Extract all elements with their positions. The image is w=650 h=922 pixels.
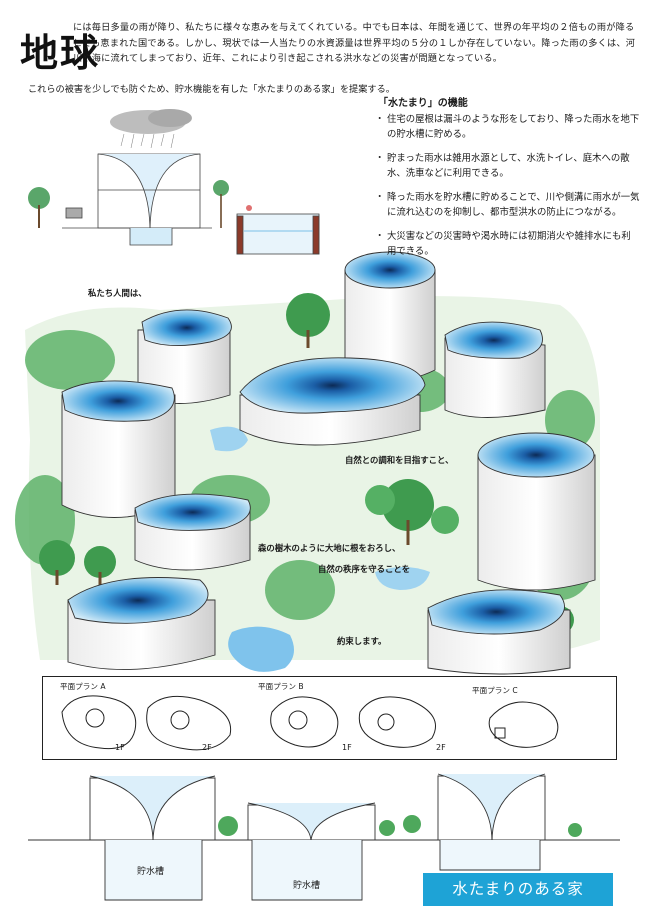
tank-label: 貯水槽 — [137, 867, 165, 877]
feature-item: 大災害などの災害時や渇水時には初期消火や雑排水にも利用できる。 — [375, 229, 640, 259]
note-2: 自然との調和を目指すこと、 — [345, 455, 454, 465]
floor-label-2f: 2F — [436, 743, 446, 752]
proposal-statement: これらの被害を少しでも防ぐため、貯水機能を有した「水たまりのある家」を提案する。 — [28, 84, 395, 95]
tank-label: 貯水槽 — [293, 881, 321, 891]
feature-item: 住宅の屋根は漏斗のような形をしており、降った雨水を地下の貯水槽に貯める。 — [375, 112, 640, 142]
note-5: 約束します。 — [337, 636, 387, 646]
note-3: 森の樹木のように大地に根をおろし、 — [258, 543, 401, 553]
plan-b-label: 平面プラン B — [258, 682, 304, 691]
plan-a-label: 平面プラン A — [60, 682, 106, 691]
features-title: 「水たまり」の機能 — [378, 98, 468, 109]
note-4: 自然の秩序を守ることを — [318, 564, 411, 574]
headline: 地球 — [20, 31, 101, 75]
intro-paragraph: には毎日多量の雨が降り、私たちに様々な恵みを与えてくれている。中でも日本は、年間… — [73, 22, 636, 64]
bottom-section-illustration — [28, 773, 620, 901]
floor-label-1f: 1F — [342, 743, 352, 752]
floor-plans-frame — [42, 676, 617, 760]
section-house-illustration — [28, 109, 229, 246]
plan-c-label: 平面プラン C — [472, 686, 518, 695]
project-title-sign: 水たまりのある家 — [423, 873, 613, 906]
water-tank-illustration — [236, 205, 320, 255]
floor-plan-drawings — [61, 695, 559, 751]
floor-label-2f: 2F — [202, 743, 212, 752]
floor-label-1f: 1F — [115, 743, 125, 752]
aerial-landscape-illustration — [15, 251, 600, 675]
feature-item: 降った雨水を貯水槽に貯めることで、川や側溝に雨水が一気に流れ込むのを抑制し、都市… — [375, 190, 640, 220]
note-1: 私たち人間は、 — [88, 288, 147, 298]
feature-item: 貯まった雨水は雑用水源として、水洗トイレ、庭木への散水、洗車などに利用できる。 — [375, 151, 640, 181]
features-list: 住宅の屋根は漏斗のような形をしており、降った雨水を地下の貯水槽に貯める。 貯まっ… — [375, 112, 640, 268]
